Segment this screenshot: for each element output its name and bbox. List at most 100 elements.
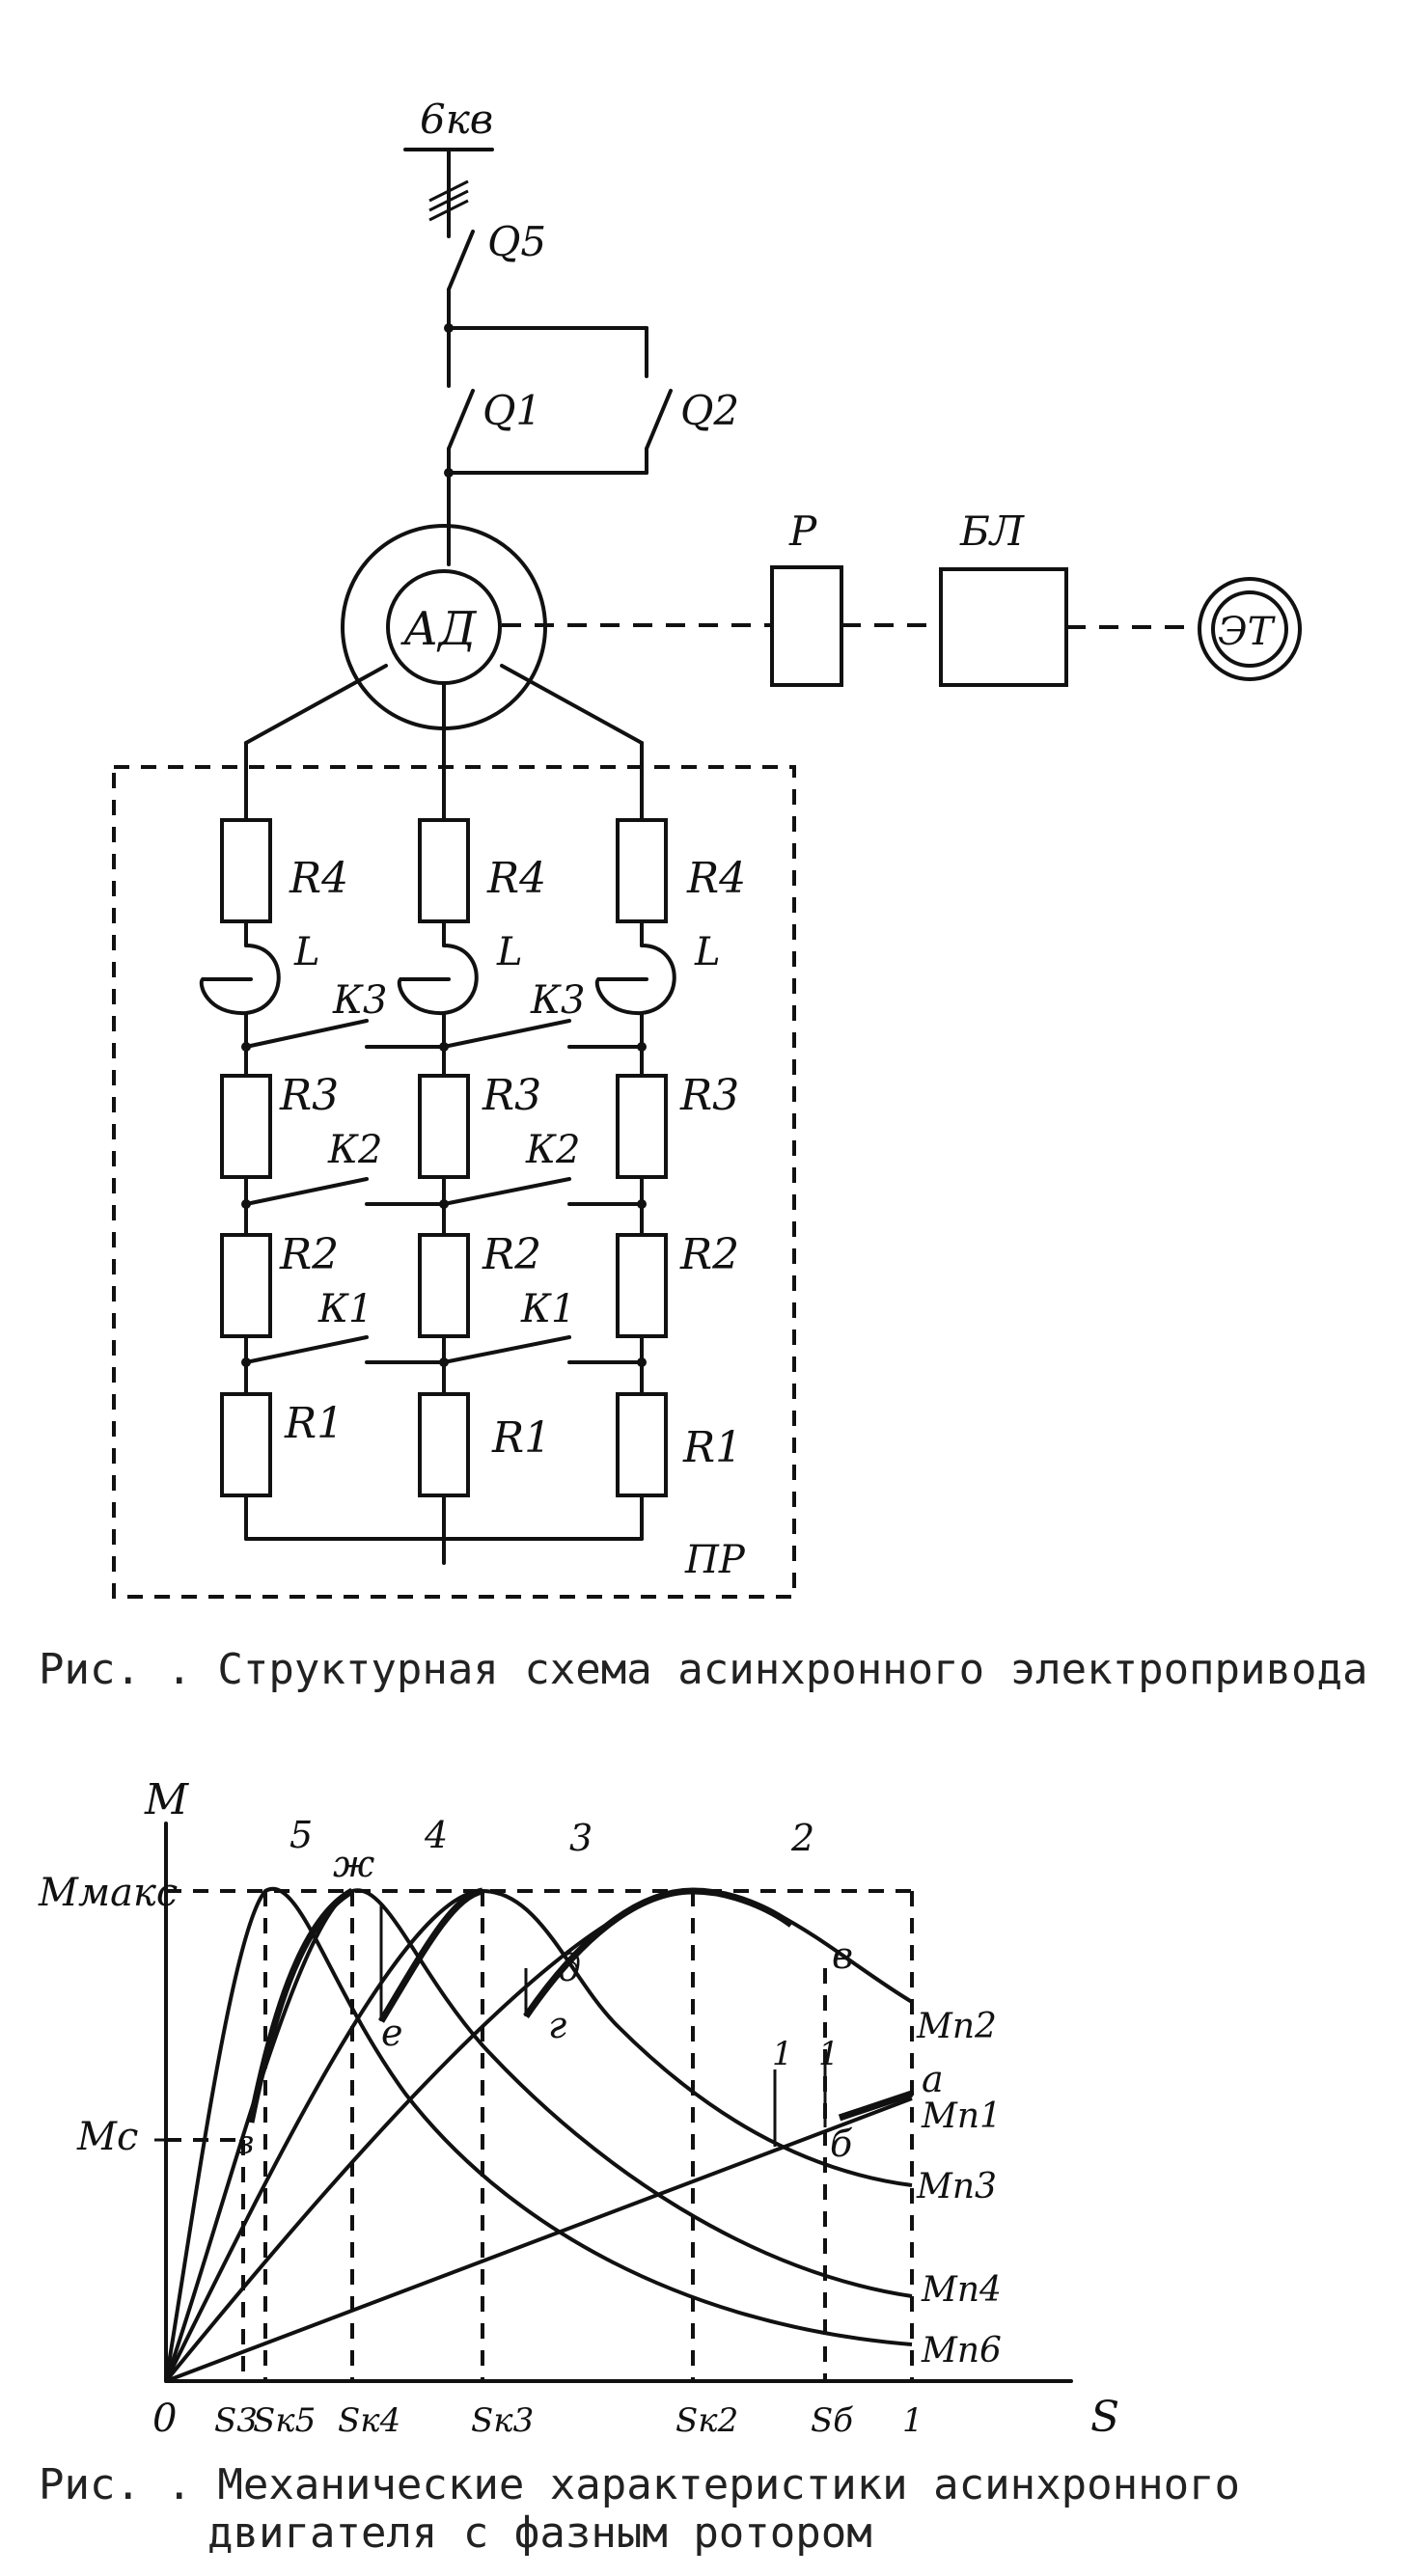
switch-q2	[645, 389, 673, 451]
resistor-r1	[616, 1392, 668, 1497]
point-zh-label: ж	[333, 1843, 374, 1885]
junction-dot	[637, 1357, 647, 1367]
resistor-r1	[220, 1392, 272, 1497]
inductor-l	[594, 944, 676, 1016]
x-tick-sk5: Sк5	[253, 2401, 316, 2440]
resistor-r2-label: R2	[679, 1230, 739, 1279]
resistor-r2-label: R2	[279, 1230, 339, 1279]
curve-5	[164, 1886, 913, 2382]
switch-q1	[447, 389, 475, 451]
y-tick-mc: Mс	[76, 2115, 138, 2159]
working-path	[377, 1887, 483, 2023]
rotor-lead	[244, 664, 388, 745]
phase-tick	[428, 189, 469, 212]
curve-2	[164, 1888, 914, 2383]
energy-unit-label: ЭТ	[1218, 610, 1277, 654]
resistor-r3-label: R3	[679, 1071, 739, 1120]
resistor-r3	[616, 1074, 668, 1179]
curve-3	[164, 1888, 913, 2382]
resistor-r1-label: R1	[284, 1399, 344, 1448]
resistor-r4	[616, 818, 668, 923]
point-z-label: з	[236, 2124, 255, 2162]
supply-voltage-label: 6кв	[420, 96, 493, 143]
point-e-label: е	[381, 2012, 403, 2054]
switch-q5	[447, 230, 475, 291]
mechanical-characteristics-graph: М S 0 Mмакс Mс 5 ж 4	[38, 1775, 1240, 2558]
resistor-r3-label: R3	[279, 1071, 339, 1120]
contact-k3	[244, 1019, 369, 1049]
line-1-label: 1	[772, 2035, 793, 2073]
x-tick-sb: Sб	[811, 2401, 853, 2440]
label-mp4: Мп4	[921, 2270, 1002, 2310]
resistor-r2	[418, 1233, 470, 1338]
contact-k1-label: К1	[317, 1287, 372, 1331]
contact-k2	[244, 1177, 369, 1206]
phase-column-3: R4 L R3 R2 R1	[567, 818, 746, 1541]
contact-k1	[244, 1335, 369, 1364]
contact-k2	[442, 1177, 571, 1206]
line-1-label: 1	[818, 2035, 840, 2073]
x-tick-sk3: Sк3	[471, 2401, 534, 2440]
block-label: БЛ	[959, 507, 1025, 555]
x-tick-sk4: Sк4	[338, 2401, 400, 2440]
energy-unit-outer	[1198, 577, 1302, 681]
point-g-label: г	[548, 2004, 566, 2046]
graph-caption-line1: Рис. . Механические характеристики асинх…	[39, 2460, 1240, 2509]
resistor-r2-label: R2	[482, 1230, 541, 1279]
switch-q1-label: Q1	[482, 387, 541, 434]
x-tick-sk2: Sк2	[675, 2401, 738, 2440]
label-mp1: Мп1	[921, 2096, 1002, 2136]
phase-column-1: R4 L К3 R3 К2 R2 К1 R1	[199, 818, 387, 1541]
resistor-r1	[418, 1392, 470, 1497]
resistor-r4	[418, 818, 470, 923]
resistor-r1-label: R1	[682, 1423, 742, 1472]
curve-2-label: 2	[790, 1817, 814, 1859]
x-axis-label: S	[1090, 2393, 1119, 2442]
inductor-l	[199, 944, 281, 1016]
curve-1	[165, 2096, 913, 2383]
contact-k3-label: К3	[332, 978, 387, 1023]
contact-k2-label: К2	[327, 1128, 382, 1172]
contact-k2-label: К2	[525, 1128, 580, 1172]
contact-k3-label: К3	[530, 978, 585, 1023]
x-tick-1: 1	[902, 2401, 924, 2440]
resistor-r2	[616, 1233, 668, 1338]
rheostat-box-label: ПР	[684, 1538, 746, 1582]
regulator-block	[770, 565, 843, 687]
contact-k1	[442, 1335, 571, 1364]
regulator-label: Р	[788, 507, 817, 555]
curve-5-label: 5	[289, 1814, 313, 1856]
resistor-r3	[220, 1074, 272, 1179]
working-path	[838, 2090, 914, 2122]
resistor-r4	[220, 818, 272, 923]
phase-tick	[428, 199, 469, 222]
resistor-r4-label: R4	[289, 854, 348, 903]
rheostat-box	[112, 765, 796, 1599]
resistor-r4-label: R4	[686, 854, 746, 903]
resistor-r4-label: R4	[486, 854, 546, 903]
motor-label: АД	[400, 602, 477, 656]
junction-dot	[637, 1199, 647, 1209]
graph-caption-line2: двигателя с фазным ротором	[207, 2508, 872, 2558]
working-path	[247, 1887, 354, 2124]
curve-3-label: 3	[569, 1817, 593, 1859]
label-mp2: Мп2	[916, 2007, 997, 2046]
point-b-label: б	[830, 2123, 853, 2165]
label-mp6: Мп6	[921, 2331, 1002, 2370]
inductor-l	[397, 944, 479, 1016]
contact-k3	[442, 1019, 571, 1049]
point-a-label: а	[922, 2058, 944, 2100]
label-mp3: Мп3	[916, 2167, 997, 2206]
curve-4	[164, 1888, 913, 2382]
contact-k1-label: К1	[520, 1287, 575, 1331]
block-unit	[939, 567, 1068, 687]
electric-drive-schematic: 6кв Q5 Q1 Q2 АД Р БЛ ЭТ	[39, 96, 1368, 1694]
switch-q2-label: Q2	[680, 387, 739, 434]
phase-column-2: R4 L К3 R3 К2 R2 К1 R1	[365, 818, 585, 1565]
inductor-label: L	[694, 930, 721, 974]
inductor-label: L	[293, 930, 320, 974]
junction-dot	[637, 1042, 647, 1052]
curve-4-label: 4	[424, 1814, 448, 1856]
phase-tick	[428, 179, 469, 203]
